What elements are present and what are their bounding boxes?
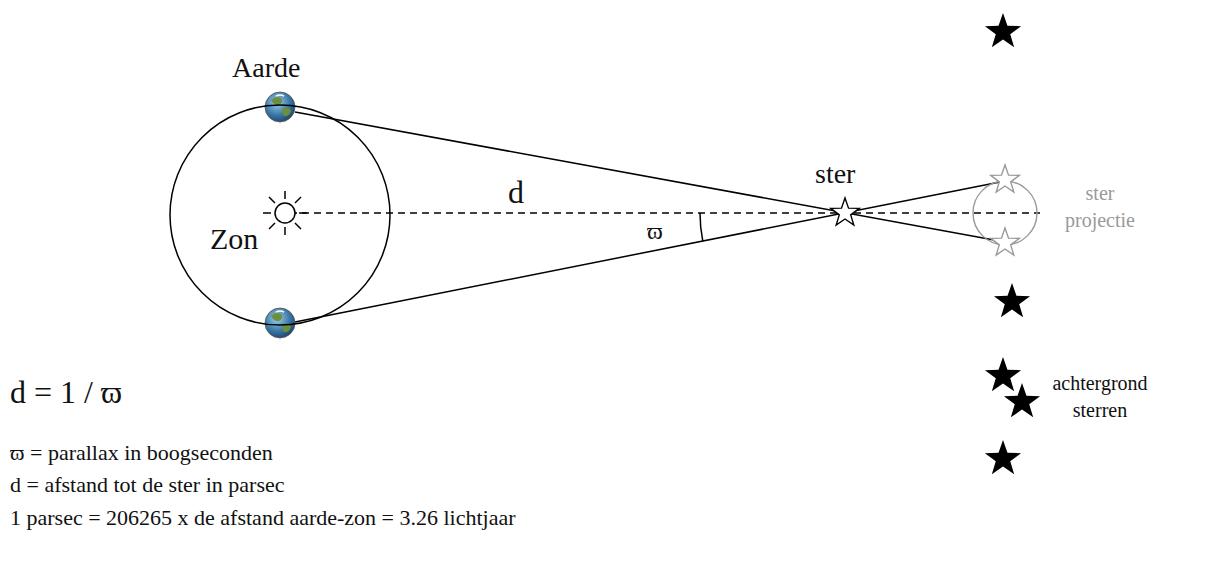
orbit-path [170, 105, 390, 325]
star-label: ster [815, 158, 855, 190]
dashed-axis [290, 212, 1040, 213]
angle-arc [700, 213, 703, 241]
sun-symbol [263, 191, 307, 235]
background-star [985, 357, 1021, 391]
background-star [985, 13, 1021, 47]
projected-star [991, 165, 1020, 192]
sun-label: Zon [210, 222, 258, 257]
earth-icon [265, 92, 295, 122]
background-star [985, 440, 1021, 474]
background-star [994, 283, 1030, 317]
orbit-outline [170, 105, 390, 325]
legend-note: d = afstand tot de ster in parsec [10, 472, 284, 497]
projection-label: ster projectie [1050, 180, 1150, 234]
distance-label: d [506, 176, 526, 208]
star-outline [831, 198, 860, 225]
projected-star [991, 228, 1020, 255]
legend-note: ϖ = parallax in boogseconden [10, 440, 273, 465]
parallax-symbol: ϖ [645, 219, 665, 243]
formula: d = 1 / ϖ [10, 374, 122, 411]
earth-label: Aarde [232, 52, 300, 84]
legend-note: 1 parsec = 206265 x de afstand aarde-zon… [10, 505, 516, 530]
background-star [1004, 383, 1040, 417]
orbit-circle: Zon [170, 105, 390, 325]
sight-line [295, 112, 1005, 242]
sight-line [295, 181, 1005, 322]
background-label: achtergrond sterren [1040, 370, 1160, 424]
earth-icon [265, 308, 295, 338]
